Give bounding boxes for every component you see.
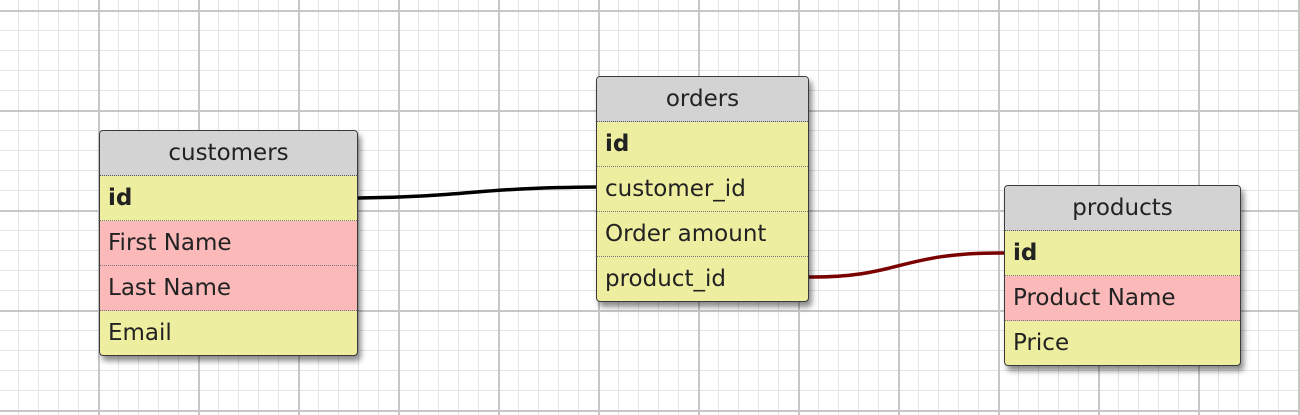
field-products-price[interactable]: Price	[1013, 330, 1070, 356]
field-customers-last-name[interactable]: Last Name	[100, 266, 357, 311]
field-customers-email[interactable]: Email	[108, 320, 172, 346]
field-orders-id[interactable]: id	[597, 122, 808, 167]
field-products-id[interactable]: id	[1005, 231, 1240, 276]
field-orders-customer-id[interactable]: customer_id	[597, 167, 808, 212]
relation-line-orders-product-id-to-products-id[interactable]	[806, 251, 1007, 279]
table-title-customers: customers	[100, 131, 357, 176]
table-orders[interactable]: orders id customer_id Order amount produ…	[596, 76, 809, 302]
field-orders-order-amount[interactable]: Order amount	[597, 212, 808, 257]
field-customers-id[interactable]: id	[100, 176, 357, 221]
table-products[interactable]: products id Product Name Price	[1004, 185, 1241, 366]
table-title-orders: orders	[597, 77, 808, 122]
table-customers[interactable]: customers id First Name Last Name Email	[99, 130, 358, 356]
field-orders-product-id[interactable]: product_id	[605, 266, 726, 292]
table-title-products: products	[1005, 186, 1240, 231]
relation-line-customers-id-to-orders-customer-id[interactable]	[356, 185, 599, 200]
field-customers-first-name[interactable]: First Name	[100, 221, 357, 266]
field-products-product-name[interactable]: Product Name	[1005, 276, 1240, 321]
